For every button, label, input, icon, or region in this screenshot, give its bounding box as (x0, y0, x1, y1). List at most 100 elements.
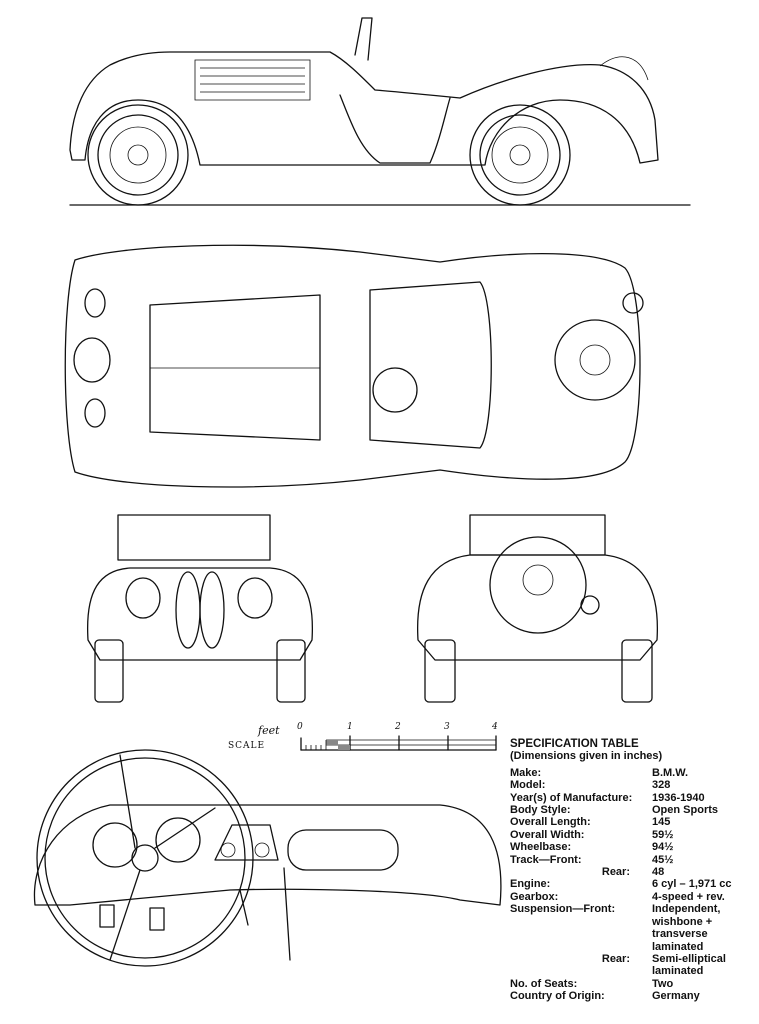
spec-row: Suspension—Front: Independent, (510, 903, 759, 915)
spec-subtitle: (Dimensions given in inches) (510, 750, 663, 763)
spec-label: Country of Origin: (510, 990, 605, 1003)
steering-hub (131, 844, 159, 872)
spec-label: No. of Seats: (510, 977, 578, 990)
spec-row: transverse (510, 928, 759, 940)
spec-row: Engine: 6 cyl – 1,971 cc (510, 878, 759, 890)
scale-tick: 2 (395, 722, 401, 732)
spec-label: Track—Front: (510, 853, 582, 866)
glovebox (287, 829, 399, 871)
specification-table: SPECIFICATION TABLE (Dimensions given in… (510, 738, 759, 1003)
scale-unit-label: feet (258, 724, 280, 737)
folded-hood (599, 56, 649, 81)
front-body-outline (86, 567, 314, 661)
side-door-line (339, 94, 451, 164)
spec-row: laminated (510, 941, 759, 953)
rear-tyre-left (424, 639, 456, 703)
rear-spare-wheel (489, 536, 587, 634)
top-headlamp-right (84, 398, 106, 428)
spec-row: Gearbox: 4-speed + rev. (510, 891, 759, 903)
front-windscreen (117, 514, 271, 561)
top-body-outline (64, 244, 641, 488)
spec-label: Overall Width: (510, 828, 585, 841)
front-view (86, 514, 314, 703)
front-tyre-right (276, 639, 306, 703)
scale-tick: 3 (444, 722, 450, 732)
spec-value: Two (652, 977, 674, 990)
spec-row: laminated (510, 965, 759, 977)
scale-label: SCALE (228, 741, 266, 751)
spec-value: 4-speed + rev. (652, 890, 725, 903)
kidney-grille-left (175, 571, 201, 649)
spec-value: Independent, (652, 903, 721, 916)
kidney-grille-right (199, 571, 225, 649)
scale-tick: 0 (297, 722, 303, 732)
spec-value: Open Sports (652, 804, 719, 817)
spec-label: Body Style: (510, 804, 571, 817)
hood-louvres (194, 59, 311, 101)
top-bonnet (149, 294, 321, 441)
rear-tyre-right (621, 639, 653, 703)
spec-label: Suspension—Front: (510, 903, 616, 916)
spec-row: Rear: Semi-elliptical (510, 953, 759, 965)
top-cockpit (369, 281, 492, 449)
handbrake (239, 889, 249, 926)
spec-label: Rear: (601, 952, 630, 965)
spec-value: laminated (652, 965, 704, 978)
spec-value: 145 (652, 816, 671, 829)
fuel-cap (622, 292, 644, 314)
spec-label (510, 928, 652, 940)
spec-row: Body Style: Open Sports (510, 804, 759, 816)
spec-value: 59½ (652, 828, 674, 841)
front-tyre-left (94, 639, 124, 703)
switch-right (149, 907, 165, 931)
dashboard-outline (33, 804, 502, 906)
tachometer (92, 822, 138, 868)
spec-label: Make: (510, 766, 542, 779)
spec-row: wishbone + (510, 916, 759, 928)
spec-value: laminated (652, 940, 704, 953)
spec-label: Year(s) of Manufacture: (510, 791, 633, 804)
spec-value: wishbone + (652, 915, 713, 928)
spec-row: Overall Width: 59½ (510, 829, 759, 841)
rear-body-outline (416, 554, 659, 661)
spec-row: No. of Seats: Two (510, 978, 759, 990)
spec-row: Track—Front: 45½ (510, 854, 759, 866)
spec-value: 6 cyl – 1,971 cc (652, 878, 732, 891)
spec-value: 1936-1940 (652, 791, 705, 804)
scale-tick: 1 (347, 722, 353, 732)
spec-label: Engine: (510, 878, 551, 891)
spec-row: Overall Length: 145 (510, 816, 759, 828)
spec-label (510, 941, 652, 953)
front-headlamp-left (125, 577, 161, 619)
spec-value: 45½ (652, 853, 674, 866)
spec-value: B.M.W. (652, 766, 689, 779)
scale-bar (300, 735, 497, 751)
spec-title: SPECIFICATION TABLE (510, 738, 639, 750)
scale-tick: 4 (492, 722, 498, 732)
spec-label: Overall Length: (510, 816, 591, 829)
spec-value: Semi-elliptical (652, 952, 726, 965)
top-grille (73, 337, 111, 383)
rear-view (416, 514, 659, 703)
spec-row: Country of Origin:Germany (510, 990, 759, 1002)
dashboard-view (33, 749, 502, 967)
front-wheel (87, 104, 189, 206)
rear-fuel-cap (580, 595, 600, 615)
side-view (69, 17, 691, 206)
spec-row: Make: B.M.W. (510, 767, 759, 779)
windscreen-frame (354, 17, 373, 61)
top-spare-wheel (554, 319, 636, 401)
top-steering-wheel (372, 367, 418, 413)
spec-label (510, 916, 652, 928)
rear-windscreen (469, 514, 606, 556)
spec-label (510, 965, 652, 977)
spec-value: transverse (652, 928, 708, 941)
spec-label: Wheelbase: (510, 841, 572, 854)
spec-label: Gearbox: (510, 890, 559, 903)
spec-row: Wheelbase:94½ (510, 841, 759, 853)
spec-value: 48 (652, 866, 665, 879)
spec-value: 328 (652, 779, 671, 792)
speedometer (155, 817, 201, 863)
front-headlamp-right (237, 577, 273, 619)
spec-label: Model: (510, 779, 546, 792)
